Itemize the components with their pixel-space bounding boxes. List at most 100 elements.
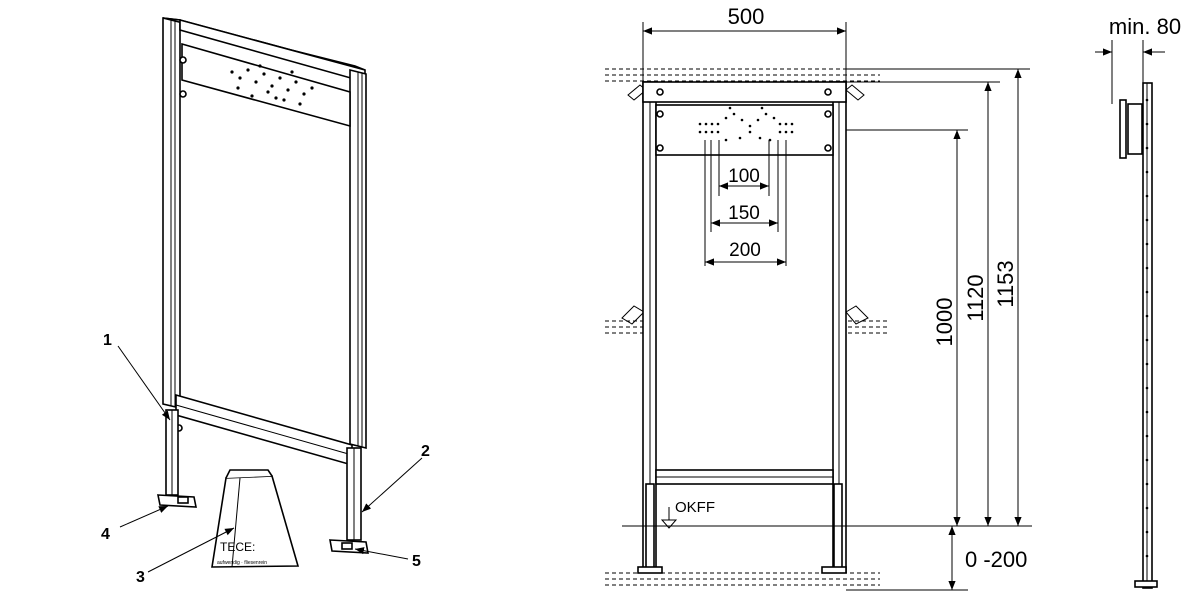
callout-4-label: 4 <box>101 526 110 543</box>
hole-dot <box>760 106 764 110</box>
isometric-frame-view: TECE: aufwendig · fliesenrein 1 2 3 4 5 <box>101 17 430 586</box>
spacing-150-label: 150 <box>728 203 760 224</box>
hole-dot <box>724 116 728 120</box>
fixing-kit-bag: TECE: aufwendig · fliesenrein <box>211 469 300 568</box>
left-post <box>162 17 181 410</box>
min-depth-label: min. 80 <box>1109 14 1181 39</box>
hole-dot <box>1145 410 1149 414</box>
right-mid-band <box>848 320 888 334</box>
hole-dot <box>698 122 702 126</box>
adjustment-range-label: 0 -200 <box>965 547 1027 572</box>
width-dimension-label: 500 <box>728 4 765 29</box>
hole-dot <box>310 86 314 90</box>
bottom-crossbar <box>175 393 353 467</box>
hole-dot <box>740 118 744 122</box>
hole-dot <box>1145 554 1149 558</box>
hole-dot <box>1145 458 1149 462</box>
front-view: OKFF 500 100 150 200 1000 1120 1153 0 -2… <box>605 4 1032 591</box>
hole-dot <box>1145 434 1149 438</box>
height-1153-label: 1153 <box>993 260 1018 307</box>
left-mid-band <box>605 320 643 334</box>
hole-dot <box>1145 506 1149 510</box>
hole-dot <box>716 122 720 126</box>
hole-dot <box>724 138 728 142</box>
plate-hole-pattern <box>698 106 794 142</box>
hole-dot <box>274 96 278 100</box>
height-1120-label: 1120 <box>963 274 988 321</box>
bag-tagline: aufwendig · fliesenrein <box>217 560 267 566</box>
hole-dot <box>282 98 286 102</box>
hole-dot <box>1145 218 1149 222</box>
callout-3-leader <box>147 527 235 573</box>
side-view: min. 80 <box>1095 14 1181 589</box>
hole-dot <box>298 102 302 106</box>
hole-dot <box>1145 338 1149 342</box>
right-adjustable-foot <box>329 447 369 554</box>
hole-dot <box>1145 98 1149 102</box>
front-top-rail <box>642 81 847 103</box>
hole-dot <box>764 112 768 116</box>
hole-dot <box>250 94 254 98</box>
hole-dot <box>266 90 270 94</box>
hole-dot <box>258 64 262 68</box>
hole-dot <box>238 76 242 80</box>
floor-band <box>605 572 880 586</box>
hole-dot <box>286 88 290 92</box>
hole-dot <box>262 72 266 76</box>
hole-dot <box>758 136 762 140</box>
hole-dot <box>1145 362 1149 366</box>
bag-brand-label: TECE: <box>220 540 255 554</box>
height-1000-label: 1000 <box>932 298 957 347</box>
callout-2-leader <box>361 457 423 513</box>
floor-level-symbol <box>660 519 678 529</box>
hole-dot <box>1145 170 1149 174</box>
hole-dot <box>756 118 760 122</box>
hole-dot <box>748 130 752 134</box>
hole-dot <box>710 130 714 134</box>
hole-dot <box>790 130 794 134</box>
side-plate-profile <box>1127 103 1143 155</box>
hole-dot <box>738 136 742 140</box>
callout-2-label: 2 <box>421 443 430 460</box>
hole-dot <box>1145 242 1149 246</box>
hole-dot <box>778 130 782 134</box>
hole-dot <box>710 122 714 126</box>
callout-3-label: 3 <box>136 569 145 586</box>
hole-dot <box>1145 290 1149 294</box>
hole-dot <box>784 122 788 126</box>
hole-dot <box>698 130 702 134</box>
wall-bracket-top-right <box>845 84 865 101</box>
mounting-plate <box>181 42 351 128</box>
hole-dot <box>704 122 708 126</box>
hole-dot <box>790 122 794 126</box>
hole-dot <box>732 112 736 116</box>
callout-5-leader <box>354 547 409 560</box>
wall-bracket-mid-right <box>845 305 869 325</box>
hole-dot <box>778 122 782 126</box>
hole-dot <box>704 130 708 134</box>
hole-dot <box>1145 266 1149 270</box>
hole-dot <box>1145 194 1149 198</box>
callout-4-leader <box>119 505 169 528</box>
hole-dot <box>1145 122 1149 126</box>
right-post <box>349 68 367 450</box>
side-profile-holes <box>1145 98 1149 558</box>
hole-dot <box>246 68 250 72</box>
hole-dot <box>1145 482 1149 486</box>
hole-dot <box>254 80 258 84</box>
hole-dot <box>230 70 234 74</box>
callout-1-label: 1 <box>103 332 112 349</box>
hole-dot <box>278 76 282 80</box>
hole-dot <box>716 130 720 134</box>
hole-dot <box>748 124 752 128</box>
spacing-200-label: 200 <box>729 240 761 261</box>
left-adjustable-foot <box>157 409 197 508</box>
hole-dot <box>1145 314 1149 318</box>
hole-dot <box>1145 386 1149 390</box>
hole-dot <box>1145 530 1149 534</box>
hole-dot <box>772 116 776 120</box>
hole-dot <box>290 70 294 74</box>
callout-5-label: 5 <box>412 553 421 570</box>
top-wall-band <box>605 68 880 82</box>
